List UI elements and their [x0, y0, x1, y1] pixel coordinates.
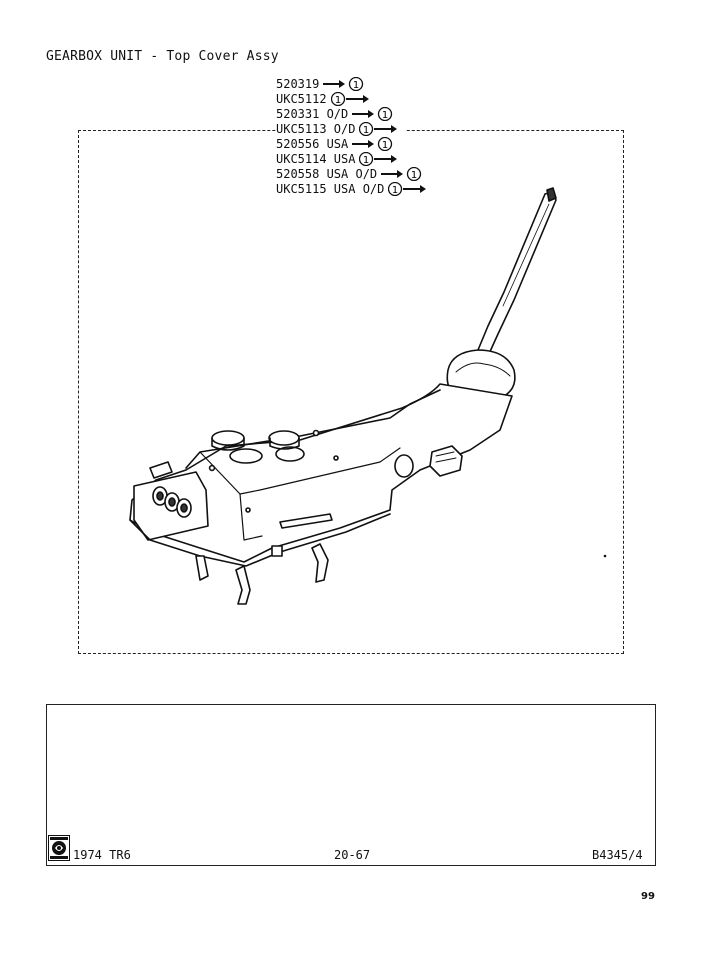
circled-number-icon: 1 [353, 80, 359, 91]
circled-number-icon: 1 [382, 110, 388, 121]
arrow-right-icon: 1 [359, 121, 398, 136]
arrow-right-icon: 1 [330, 91, 369, 106]
notes-box [46, 704, 656, 866]
part-number: 520319 [276, 76, 320, 91]
part-callout: 520331 O/D 1 [276, 106, 400, 121]
arrow-right-icon: 1 [323, 76, 364, 91]
arrow-right-icon: 1 [352, 136, 393, 151]
footer-model: 1974 TR6 [73, 848, 131, 862]
part-number: 520331 O/D [276, 106, 349, 121]
footer-code: B4345/4 [592, 848, 643, 862]
arrow-right-icon: 1 [381, 166, 422, 181]
part-number: UKC5112 [276, 91, 327, 106]
arrow-right-icon: 1 [388, 181, 427, 196]
part-callout: UKC5114 USA 1 [276, 151, 407, 166]
part-number: UKC5113 O/D [276, 121, 356, 136]
part-callout: 520556 USA 1 [276, 136, 400, 151]
circled-number-icon: 1 [382, 140, 388, 151]
footer-reference: 20-67 [334, 848, 371, 862]
british-leyland-logo-icon [48, 835, 70, 861]
page-number: 99 [641, 891, 655, 902]
circled-number-icon: 1 [411, 170, 417, 181]
part-callout: UKC5115 USA O/D 1 [276, 181, 436, 196]
arrow-right-icon: 1 [359, 151, 398, 166]
part-number: UKC5114 USA [276, 151, 356, 166]
part-number: UKC5115 USA O/D [276, 181, 385, 196]
arrow-right-icon: 1 [352, 106, 393, 121]
part-number: 520558 USA O/D [276, 166, 378, 181]
part-callout: 520558 USA O/D 1 [276, 166, 429, 181]
part-callout: UKC5112 1 [276, 91, 378, 106]
part-callout: UKC5113 O/D 1 [276, 121, 407, 136]
part-callout: 520319 1 [276, 76, 371, 91]
circled-number-icon: 1 [334, 95, 340, 106]
part-number: 520556 USA [276, 136, 349, 151]
page-title: GEARBOX UNIT - Top Cover Assy [46, 49, 279, 64]
circled-number-icon: 1 [392, 185, 398, 196]
circled-number-icon: 1 [363, 155, 369, 166]
circled-number-icon: 1 [363, 125, 369, 136]
